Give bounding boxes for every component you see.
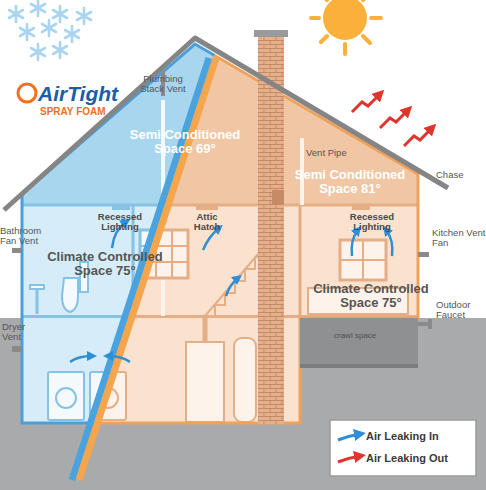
zone-label: Climate Controlled Space 75° bbox=[296, 282, 446, 311]
zone-label: Semi Conditioned Space 81° bbox=[282, 168, 418, 197]
brand-tagline: SPRAY FOAM bbox=[40, 106, 130, 117]
leak-out-arrows bbox=[352, 94, 432, 146]
callout-label: Chase bbox=[436, 170, 484, 180]
legend-text: Air Leaking Out bbox=[366, 452, 448, 464]
zone-label: Semi Conditioned Space 69° bbox=[112, 128, 258, 157]
callout-label: Vent Pipe bbox=[306, 148, 366, 158]
zone-label: Climate Controlled Space 75° bbox=[30, 250, 180, 279]
callout-label: Kitchen Vent Fan bbox=[432, 228, 486, 249]
logo-ring bbox=[18, 84, 36, 102]
legend-box bbox=[330, 420, 476, 476]
callout-label: Outdoor Faucet bbox=[436, 300, 486, 321]
callout-label: Bathroom Fan Vent bbox=[0, 226, 54, 247]
roof-line bbox=[4, 38, 448, 210]
snowflakes bbox=[9, 0, 91, 60]
crawl-floor bbox=[300, 364, 418, 368]
brand-logo: AirTight bbox=[38, 82, 158, 105]
warm-half bbox=[22, 44, 418, 423]
area-label: crawl space bbox=[334, 332, 404, 341]
cool-half bbox=[22, 44, 418, 423]
callout-label: Plumbing Stack Vent bbox=[135, 74, 191, 95]
legend-text: Air Leaking In bbox=[366, 430, 439, 442]
sun bbox=[311, 0, 381, 54]
callout-label: Attic Hatch bbox=[184, 212, 230, 233]
callout-label: Recessed Lighting bbox=[88, 212, 152, 233]
callout-label: Recessed Lighting bbox=[340, 212, 404, 233]
callout-label: Dryer Vent bbox=[2, 322, 46, 343]
crawl-space bbox=[300, 318, 418, 364]
